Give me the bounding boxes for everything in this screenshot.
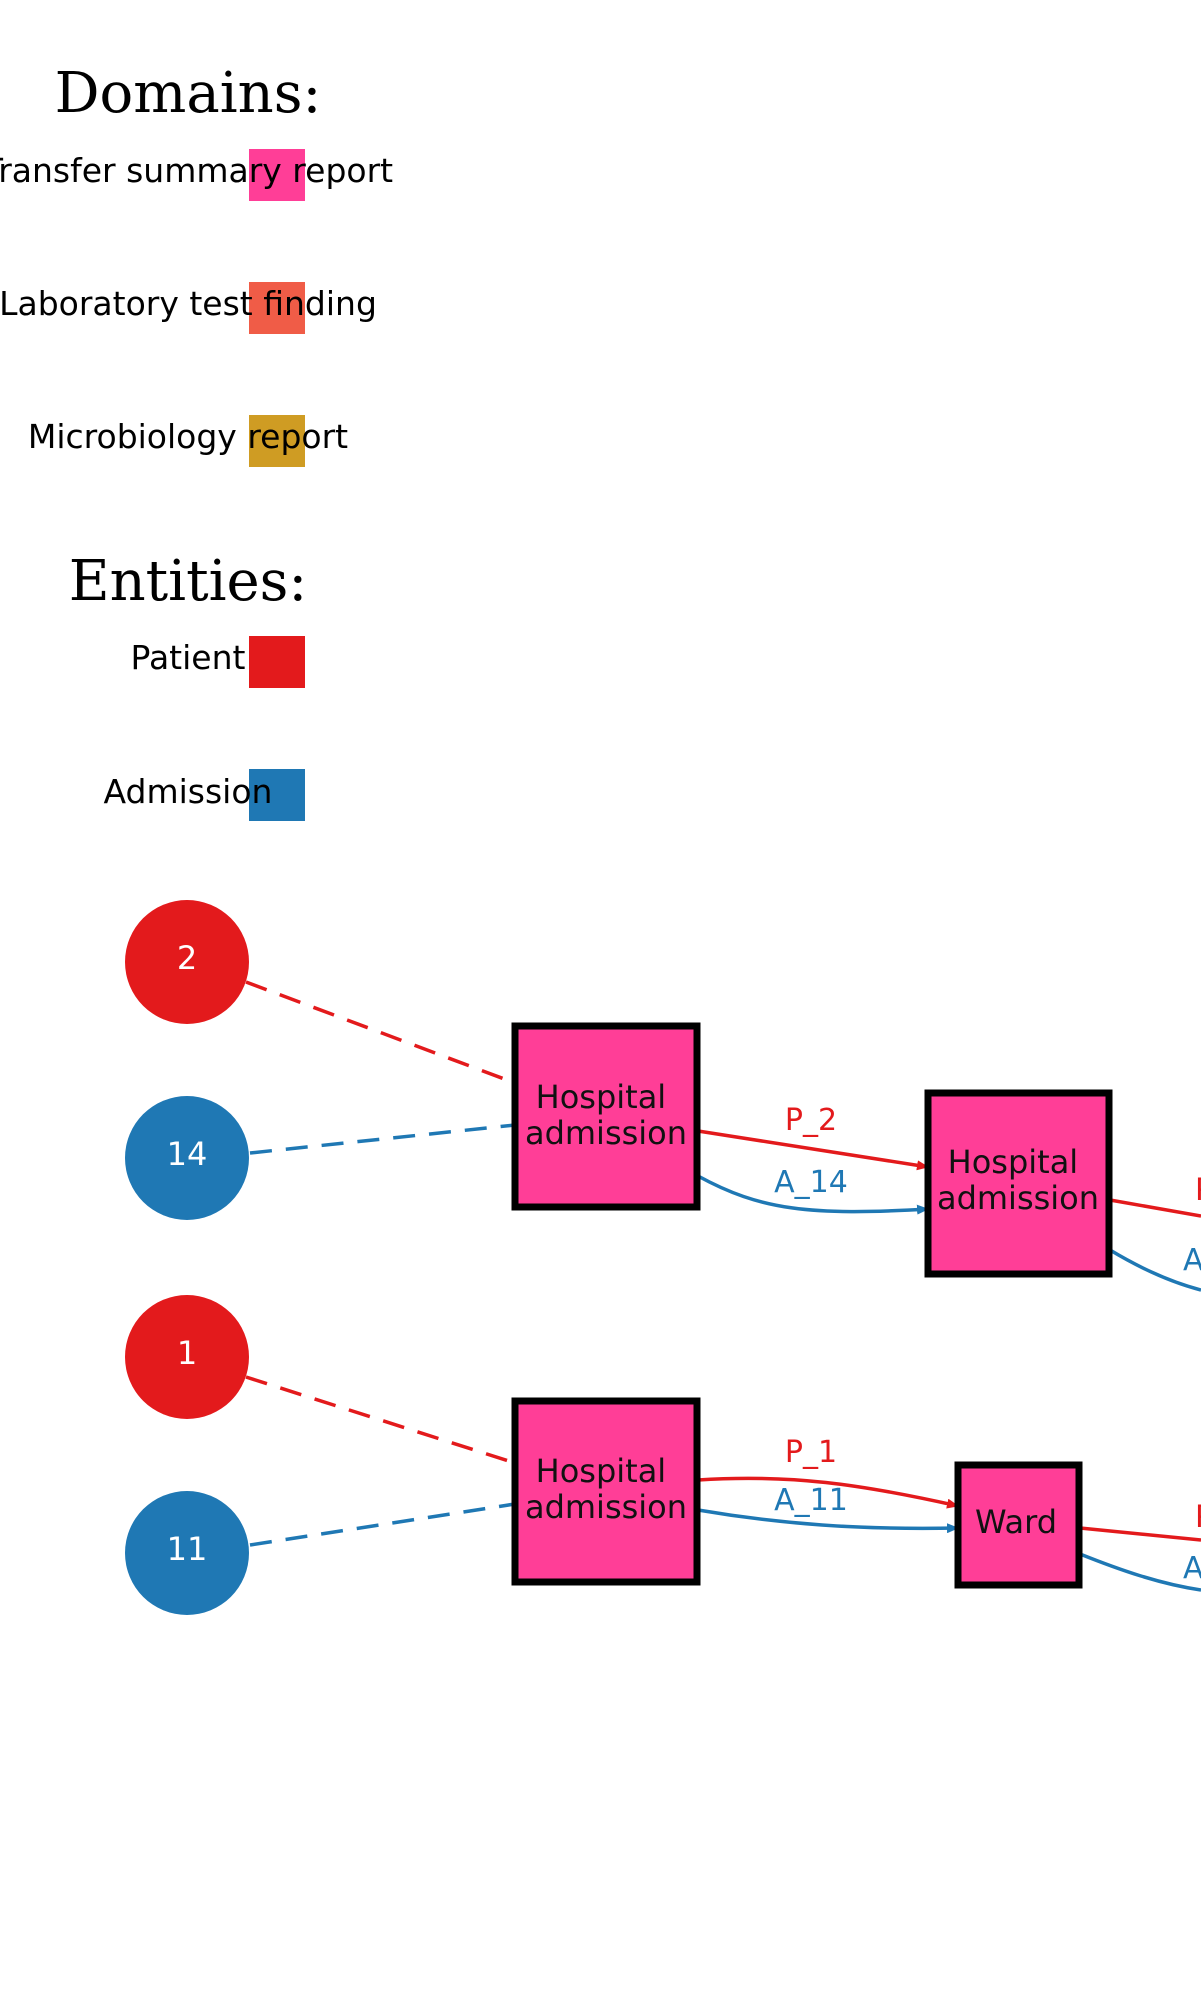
legend-label-transfer-summary: Transfer summary report [0, 151, 393, 190]
edge-p1-label: P_1 [785, 1435, 837, 1470]
event-node-a1-line2: admission [525, 1114, 687, 1152]
edge-a11-out [1079, 1552, 1201, 1592]
domains-title: Domains: [55, 61, 322, 126]
event-node-b2-label: Ward [975, 1503, 1057, 1541]
event-node-b1[interactable]: Hospital admission [511, 1397, 701, 1586]
admission-node-14-circle [125, 1096, 249, 1220]
admission-node-11-circle [125, 1491, 249, 1615]
event-node-a1[interactable]: Hospital admission [511, 1022, 701, 1211]
legend-swatch-admission [249, 769, 305, 821]
edge-a11 [697, 1508, 959, 1534]
edge-p2-out-label: P [1195, 1173, 1201, 1208]
legend-swatch-transfer-summary [249, 149, 305, 201]
edge-p1-out-label: P [1195, 1500, 1201, 1535]
edge-a11-label: A_11 [774, 1483, 848, 1518]
event-node-a1-line1: Hospital [536, 1078, 667, 1116]
event-node-b1-line2: admission [525, 1488, 687, 1526]
edge-p2-out [1109, 1198, 1201, 1218]
event-node-b1-label: Hospital admission [525, 1452, 687, 1526]
edge-a14-out-label: A [1183, 1243, 1201, 1278]
legend-label-lab-test: Laboratory test finding [0, 284, 377, 323]
link-admission-14 [249, 1123, 516, 1155]
legend-swatch-patient [249, 636, 305, 688]
edge-p2 [697, 1129, 929, 1171]
patient-node-2-label: 2 [177, 939, 197, 977]
edge-a14-label: A_14 [774, 1165, 848, 1200]
admission-node-14-label: 14 [167, 1135, 208, 1173]
admission-node-14[interactable]: 14 [125, 1096, 249, 1220]
edge-a14 [697, 1174, 929, 1215]
patient-node-2[interactable]: 2 [125, 900, 249, 1024]
legend-swatch-microbiology [249, 415, 305, 467]
event-node-a2-line1: Hospital [948, 1143, 1079, 1181]
patient-node-1-label: 1 [177, 1334, 197, 1372]
edge-a14-out [1109, 1248, 1201, 1292]
link-patient-2 [245, 980, 516, 1085]
legend-label-admission: Admission [104, 772, 273, 811]
event-node-a2-box [924, 1089, 1113, 1278]
event-node-a2[interactable]: Hospital admission [924, 1089, 1113, 1278]
patient-node-2-circle [125, 900, 249, 1024]
patient-node-1[interactable]: 1 [125, 1295, 249, 1419]
event-node-a2-line2: admission [937, 1179, 1099, 1217]
edge-p1-out [1079, 1526, 1201, 1542]
legend-label-patient: Patient [131, 638, 246, 677]
legend-label-microbiology: Microbiology report [28, 417, 348, 456]
edge-p2-label: P_2 [785, 1103, 837, 1138]
edge-p1 [697, 1476, 959, 1509]
admission-node-11-label: 11 [167, 1530, 208, 1568]
event-node-a1-box [511, 1022, 701, 1211]
patient-node-1-circle [125, 1295, 249, 1419]
event-node-b2[interactable]: Ward [954, 1461, 1083, 1589]
legend-swatch-lab-test [249, 282, 305, 334]
link-patient-1 [245, 1375, 516, 1465]
event-node-a1-label: Hospital admission [525, 1078, 687, 1152]
event-node-b1-line1: Hospital [536, 1452, 667, 1490]
edge-a11-out-label: A [1183, 1551, 1201, 1586]
entities-title: Entities: [69, 549, 308, 614]
admission-node-11[interactable]: 11 [125, 1491, 249, 1615]
event-node-b2-box [954, 1461, 1083, 1589]
event-node-a2-label: Hospital admission [937, 1143, 1099, 1217]
link-admission-11 [249, 1502, 516, 1547]
event-node-b1-box [511, 1397, 701, 1586]
